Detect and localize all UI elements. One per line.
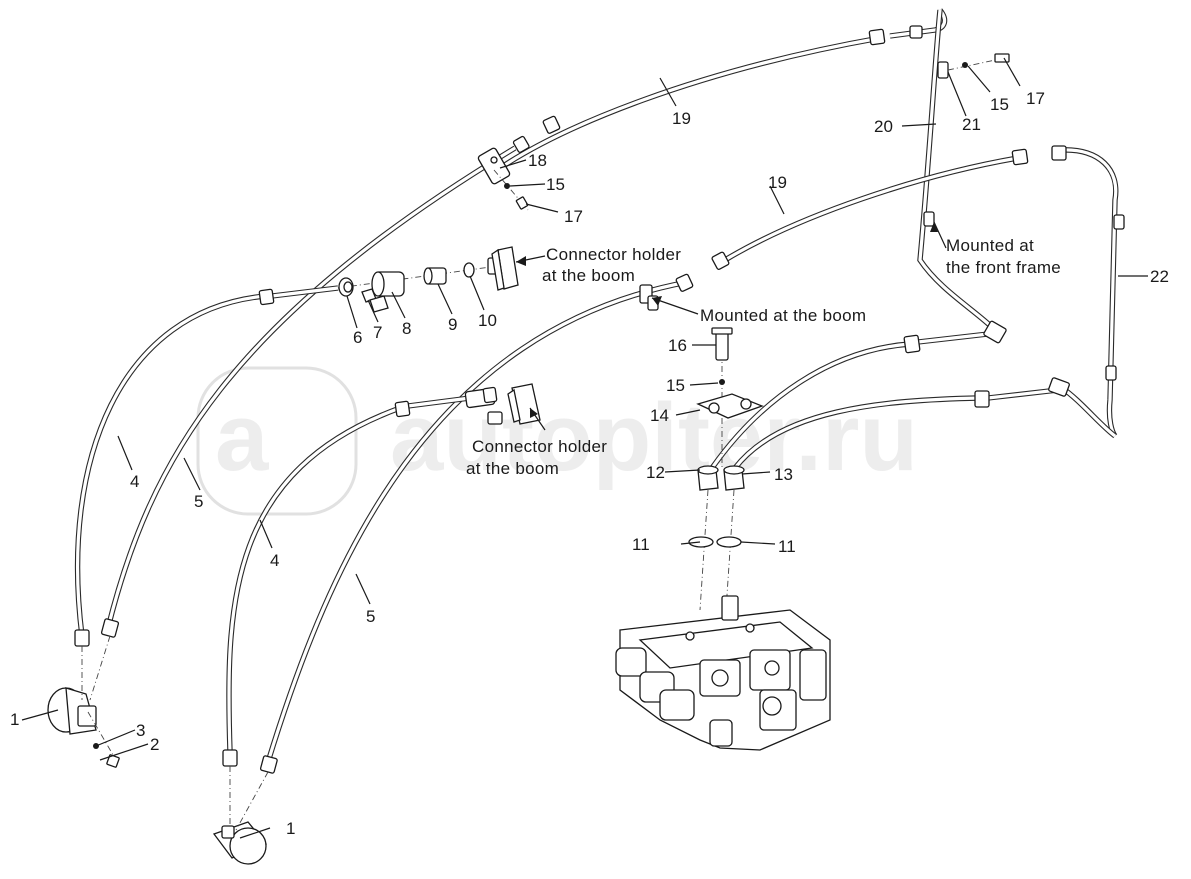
callout-11-right: 11	[778, 537, 796, 556]
hose-4-left	[74, 285, 339, 637]
callout-22: 22	[1150, 267, 1169, 286]
callout-16: 16	[668, 336, 687, 355]
callout-15-flange: 15	[666, 376, 685, 395]
pipe-20	[917, 9, 997, 332]
connector-assembly-top	[337, 246, 519, 313]
hose-port-12	[709, 331, 989, 470]
bolt-group-left	[493, 169, 529, 211]
note-connector-holder-top-2: at the boom	[542, 266, 635, 285]
callout-20: 20	[874, 117, 893, 136]
hose-port-13	[732, 387, 1059, 470]
pilot-unit-left	[47, 635, 120, 768]
hoses	[74, 8, 1119, 763]
note-connector-holder-mid-1: Connector holder	[472, 437, 607, 456]
callout-8: 8	[402, 319, 411, 338]
callout-21: 21	[962, 115, 981, 134]
hose-4-right	[226, 395, 471, 753]
callout-12: 12	[646, 463, 665, 482]
callout-5-right: 5	[366, 607, 375, 626]
callout-4-right: 4	[270, 551, 279, 570]
pilot-unit-bottom	[212, 766, 269, 865]
hose-5-left	[105, 145, 517, 629]
callout-11-left: 11	[632, 535, 650, 554]
hose-19-lower	[723, 147, 1119, 438]
hose-5-right	[265, 279, 689, 763]
callout-1-bottom: 1	[286, 819, 295, 838]
fittings	[74, 25, 1070, 774]
notes: Connector holder at the boom Mounted at …	[466, 236, 1061, 478]
control-valve	[615, 595, 831, 751]
callout-10: 10	[478, 311, 497, 330]
o-ring-11b	[716, 536, 742, 548]
port-tubes	[688, 465, 745, 611]
flange-assembly	[696, 327, 764, 470]
watermark-logo-frame	[196, 366, 358, 516]
clamps	[477, 61, 1125, 381]
callout-1-left: 1	[10, 710, 19, 729]
callout-14: 14	[650, 406, 669, 425]
connector-holder-mid	[487, 383, 541, 425]
note-connector-holder-mid-2: at the boom	[466, 459, 559, 478]
callout-3: 3	[136, 721, 145, 740]
washer-15	[719, 379, 725, 385]
bolt-group-right	[947, 53, 1010, 71]
callout-6: 6	[353, 328, 362, 347]
callout-5-left: 5	[194, 492, 203, 511]
callout-18: 18	[528, 151, 547, 170]
arrow-heads	[516, 222, 938, 418]
callout-13: 13	[774, 465, 793, 484]
note-mounted-front-frame-1: Mounted at	[946, 236, 1034, 255]
watermark-logo-a: a	[215, 384, 269, 491]
o-ring-11a	[688, 536, 714, 548]
leader-lines	[21, 57, 1148, 839]
callout-19-lower: 19	[768, 173, 787, 192]
callout-numbers: 1 1 2 3 4 4 5 5 6 7 8 9 10 11 11 12 13 1…	[10, 89, 1169, 838]
callout-9: 9	[448, 315, 457, 334]
callout-7: 7	[373, 323, 382, 342]
callout-2: 2	[150, 735, 159, 754]
callout-17-right: 17	[1026, 89, 1045, 108]
note-mounted-boom: Mounted at the boom	[700, 306, 866, 325]
note-connector-holder-top-1: Connector holder	[546, 245, 681, 264]
callout-15-left: 15	[546, 175, 565, 194]
part-10	[463, 262, 475, 278]
callout-17-left: 17	[564, 207, 583, 226]
callout-19-upper: 19	[672, 109, 691, 128]
callout-15-right: 15	[990, 95, 1009, 114]
callout-4-left: 4	[130, 472, 139, 491]
note-mounted-front-frame-2: the front frame	[946, 258, 1061, 277]
